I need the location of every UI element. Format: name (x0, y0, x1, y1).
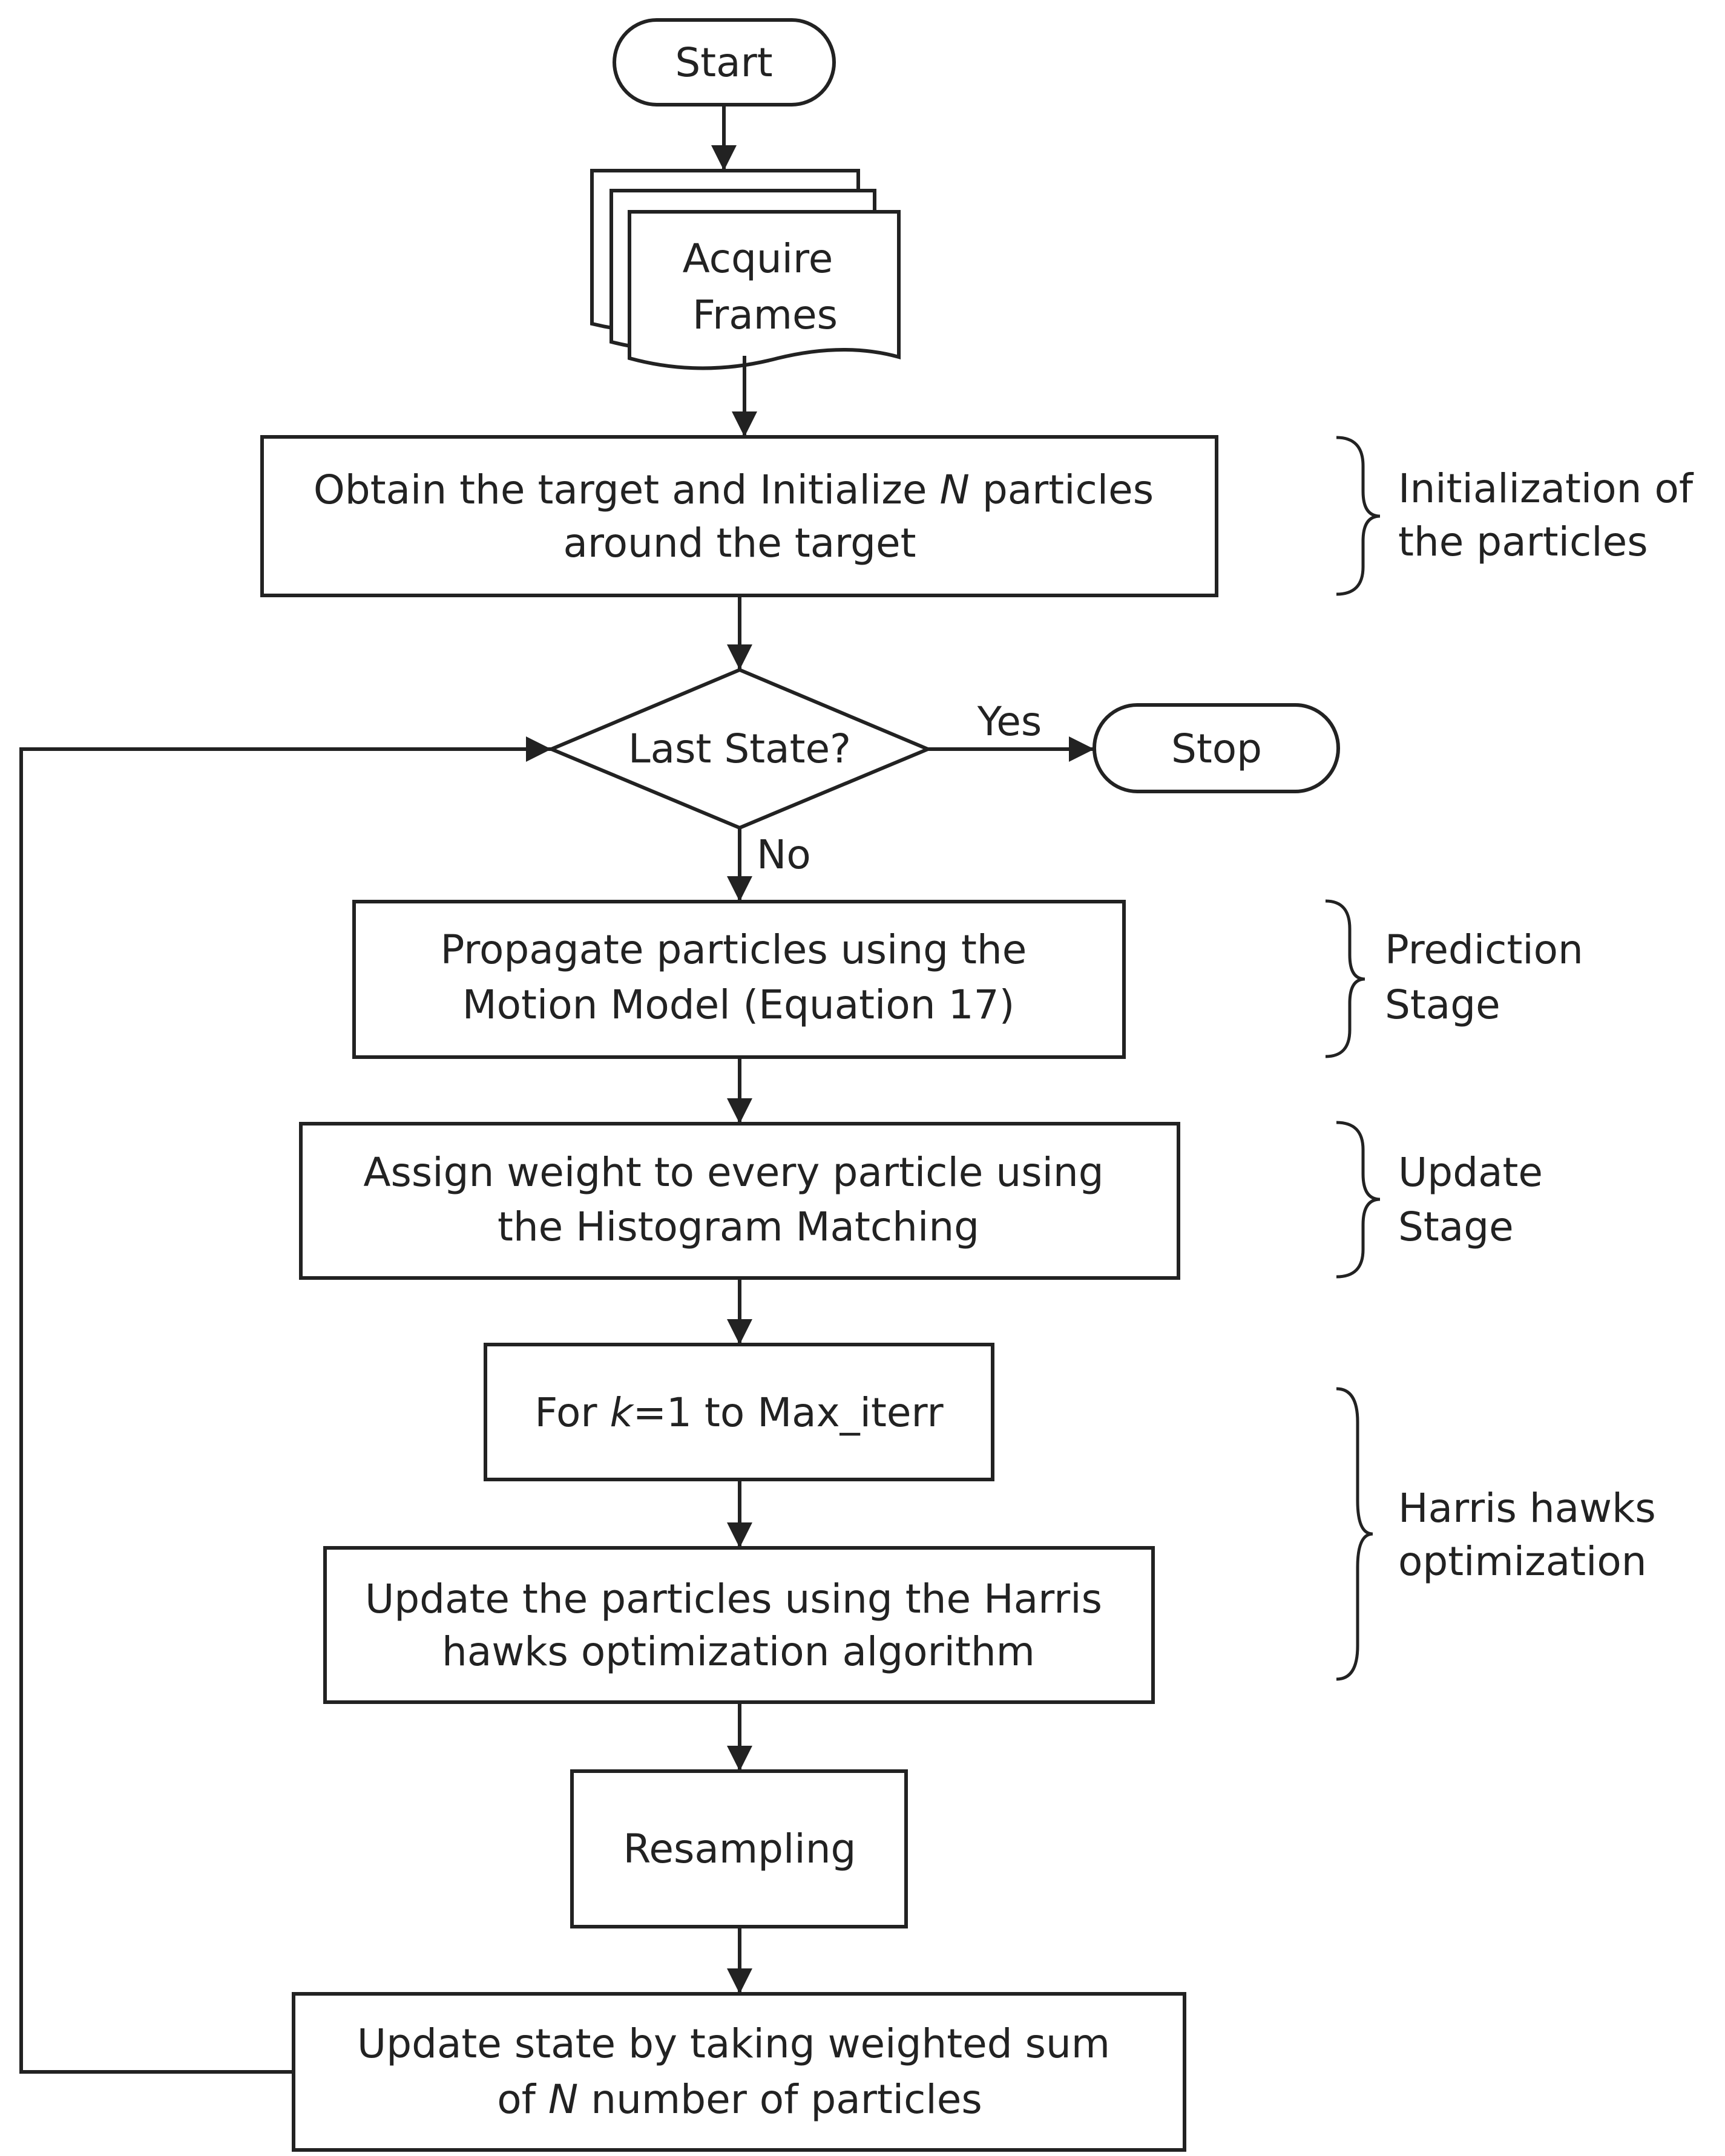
initialize-label-n: N (939, 467, 969, 513)
brace-update (1336, 1121, 1381, 1279)
acquire-frames-node: Acquire Frames (590, 169, 901, 370)
acquire-label-line2: Frames (692, 292, 838, 338)
stage-hho-line2: optimization (1398, 1538, 1647, 1585)
update-state-label-line2: of N number of particles (497, 2076, 982, 2123)
last-state-label: Last State? (628, 726, 851, 772)
initialize-label-line1: Obtain the target and Initialize N parti… (314, 467, 1154, 513)
resampling-node: Resampling (570, 1769, 908, 1928)
brace-prediction (1325, 899, 1365, 1058)
update-hho-label-line2: hawks optimization algorithm (442, 1628, 1035, 1675)
brace-initialization (1336, 436, 1381, 596)
update-state-node: Update state by taking weighted sum of N… (292, 1992, 1186, 2152)
no-label: No (757, 831, 811, 878)
start-label: Start (675, 39, 772, 86)
stage-initialization-line1: Initialization of (1398, 465, 1694, 512)
stage-update-line1: Update (1398, 1149, 1543, 1196)
stage-update: Update Stage (1398, 1149, 1543, 1250)
stop-label: Stop (1171, 726, 1262, 772)
for-loop-part1: For (534, 1389, 610, 1436)
for-loop-part2: =1 to Max_iterr (633, 1389, 944, 1436)
for-loop-k: k (610, 1389, 634, 1436)
propagate-label-line2: Motion Model (Equation 17) (462, 981, 1015, 1028)
stage-prediction-line2: Stage (1385, 981, 1500, 1028)
update-hho-label-line1: Update the particles using the Harris (365, 1576, 1102, 1622)
edge-loop-back (19, 736, 551, 2074)
assign-label-line1: Assign weight to every particle using (363, 1149, 1103, 1196)
initialize-label-line2: around the target (563, 520, 916, 566)
initialize-label-part2: particles (970, 467, 1154, 513)
stage-prediction: Prediction Stage (1385, 926, 1583, 1028)
stage-update-line2: Stage (1398, 1204, 1514, 1250)
stage-prediction-line1: Prediction (1385, 926, 1583, 973)
for-loop-node: For k=1 to Max_iterr (484, 1343, 994, 1481)
start-node: Start (613, 18, 836, 106)
stage-hho: Harris hawks optimization (1398, 1485, 1656, 1585)
brace-hho (1336, 1387, 1373, 1681)
propagate-node: Propagate particles using the Motion Mod… (352, 900, 1126, 1059)
stage-initialization: Initialization of the particles (1398, 465, 1694, 565)
update-state-part1: of (497, 2076, 548, 2123)
update-state-n: N (548, 2076, 578, 2123)
stage-hho-line1: Harris hawks (1398, 1485, 1656, 1532)
for-loop-label: For k=1 to Max_iterr (534, 1389, 944, 1436)
update-state-part2: number of particles (578, 2076, 982, 2123)
acquire-label-line1: Acquire (683, 235, 833, 282)
assign-weight-node: Assign weight to every particle using th… (299, 1122, 1180, 1280)
update-state-label-line1: Update state by taking weighted sum (357, 2020, 1110, 2067)
yes-label: Yes (977, 698, 1042, 745)
resampling-label: Resampling (623, 1826, 856, 1872)
stop-node: Stop (1092, 703, 1340, 793)
initialize-particles-node: Obtain the target and Initialize N parti… (260, 435, 1218, 597)
initialize-label-part1: Obtain the target and Initialize (314, 467, 940, 513)
stage-initialization-line2: the particles (1398, 519, 1648, 565)
last-state-decision: Last State? (547, 667, 933, 830)
update-hho-node: Update the particles using the Harris ha… (323, 1546, 1155, 1704)
propagate-label-line1: Propagate particles using the (441, 926, 1027, 973)
assign-label-line2: the Histogram Matching (498, 1204, 979, 1250)
